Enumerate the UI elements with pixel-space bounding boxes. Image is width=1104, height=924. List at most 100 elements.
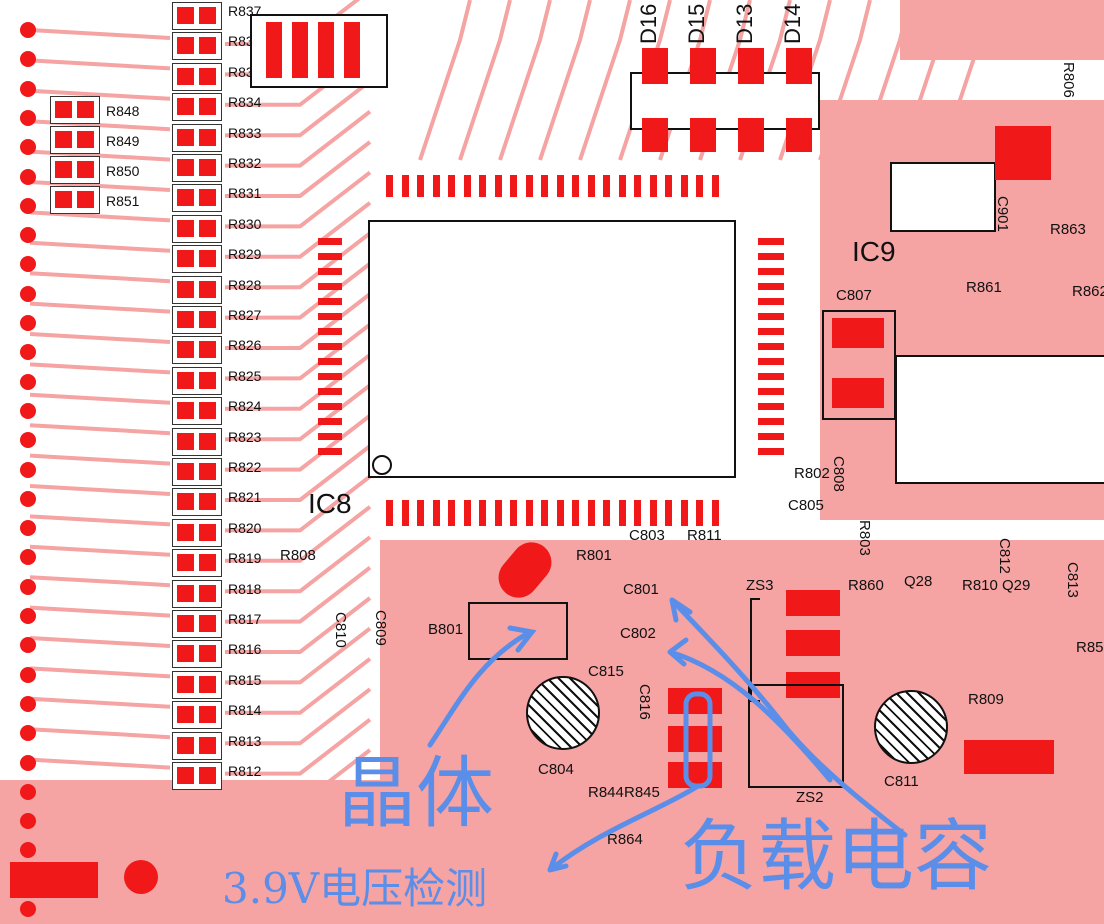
resistor-footprint <box>172 427 222 456</box>
zs2-body <box>748 684 844 788</box>
component-box <box>895 355 1104 484</box>
part-label-c811: C811 <box>884 773 919 790</box>
resistor-footprint <box>172 518 222 547</box>
ic9-body <box>890 162 996 232</box>
annotation-voltage-detect: 3.9V电压检测 <box>222 864 488 913</box>
resistor-label: R824 <box>228 398 262 415</box>
resistor-footprint <box>172 275 222 304</box>
part-label-r810: R810 <box>962 577 998 594</box>
resistor-footprint <box>172 2 222 30</box>
part-label-r862: R862 <box>1072 283 1104 300</box>
via <box>20 842 36 859</box>
resistor-footprint <box>50 156 100 184</box>
resistor-label: R816 <box>228 641 262 658</box>
resistor-footprint <box>172 93 222 122</box>
resistor-label: R819 <box>228 550 262 567</box>
resistor-label: R848 <box>106 103 140 119</box>
via <box>20 783 36 800</box>
copper-plane <box>900 0 1104 60</box>
via <box>20 549 36 566</box>
via <box>20 285 36 302</box>
resistor-label: R834 <box>228 94 262 111</box>
via <box>20 80 36 97</box>
via <box>20 344 36 361</box>
via <box>20 725 36 742</box>
via <box>20 315 36 331</box>
ic8-label: IC8 <box>308 488 352 519</box>
resistor-label: R822 <box>228 459 262 475</box>
via <box>20 197 36 214</box>
resistor-footprint <box>172 579 222 608</box>
part-label-c805: C805 <box>788 497 824 514</box>
via <box>20 754 36 771</box>
resistor-label: R812 <box>228 763 262 779</box>
resistor-footprint <box>172 123 222 152</box>
resistor-label: R830 <box>228 215 262 232</box>
resistor-footprint <box>172 214 222 243</box>
via <box>20 139 36 156</box>
part-label-c803: C803 <box>629 527 665 544</box>
via <box>20 608 36 624</box>
part-label-zs3: ZS3 <box>746 577 774 594</box>
resistor-label: R823 <box>228 428 262 445</box>
via <box>20 109 36 126</box>
resistor-footprint <box>172 154 222 182</box>
ic8-body <box>368 220 736 478</box>
via <box>20 461 36 478</box>
via <box>20 402 36 419</box>
resistor-footprint <box>172 488 222 517</box>
pin1-marker <box>372 455 392 475</box>
c807-body <box>822 310 896 420</box>
resistor-label: R814 <box>228 702 262 719</box>
part-label-r864: R864 <box>607 831 643 848</box>
resistor-label: R851 <box>106 193 140 209</box>
resistor-label: R832 <box>228 155 262 171</box>
resistor-footprint <box>172 32 222 61</box>
part-label-r808: R808 <box>280 547 316 564</box>
resistor-footprint <box>172 762 222 790</box>
resistor-label: R818 <box>228 580 262 597</box>
resistor-footprint <box>172 245 222 274</box>
resistor-footprint <box>50 96 100 124</box>
part-label-q29: Q29 <box>1002 577 1031 594</box>
part-label-r861: R861 <box>966 279 1002 296</box>
via <box>20 256 36 273</box>
resistor-label: R849 <box>106 133 140 149</box>
resistor-label: R825 <box>228 367 262 384</box>
resistor-footprint <box>172 731 222 760</box>
part-label-r802: R802 <box>794 465 830 482</box>
resistor-label: R850 <box>106 163 140 179</box>
resistor-label: R826 <box>228 337 262 354</box>
resistor-footprint <box>172 670 222 699</box>
part-label-r801: R801 <box>576 547 612 564</box>
resistor-footprint <box>50 126 100 154</box>
part-label-r844: R844 <box>588 784 624 801</box>
part-label-c807: C807 <box>836 287 872 304</box>
via <box>20 168 36 185</box>
via <box>20 666 36 683</box>
via <box>20 22 36 38</box>
part-label-b801: B801 <box>428 621 464 638</box>
resistor-footprint <box>172 549 222 578</box>
part-label-r809: R809 <box>968 691 1004 708</box>
resistor-label: R833 <box>228 124 262 141</box>
copper-plane <box>380 540 1104 924</box>
resistor-label: R828 <box>228 276 262 293</box>
resistor-label: R820 <box>228 519 262 536</box>
part-label-zs2: ZS2 <box>796 789 824 806</box>
copper-plane <box>0 780 400 924</box>
resistor-label: R821 <box>228 489 262 506</box>
via <box>20 695 36 712</box>
resistor-label: R817 <box>228 611 262 627</box>
part-label-r811: R811 <box>687 527 722 544</box>
via <box>20 520 36 537</box>
part-label-c804: C804 <box>538 761 574 778</box>
via <box>20 227 36 244</box>
resistor-footprint <box>172 397 222 426</box>
annotation-crystal: 晶体 <box>338 749 495 839</box>
ic9-label: IC9 <box>852 236 896 267</box>
resistor-footprint <box>172 610 222 638</box>
part-label-c802: C802 <box>620 625 656 642</box>
